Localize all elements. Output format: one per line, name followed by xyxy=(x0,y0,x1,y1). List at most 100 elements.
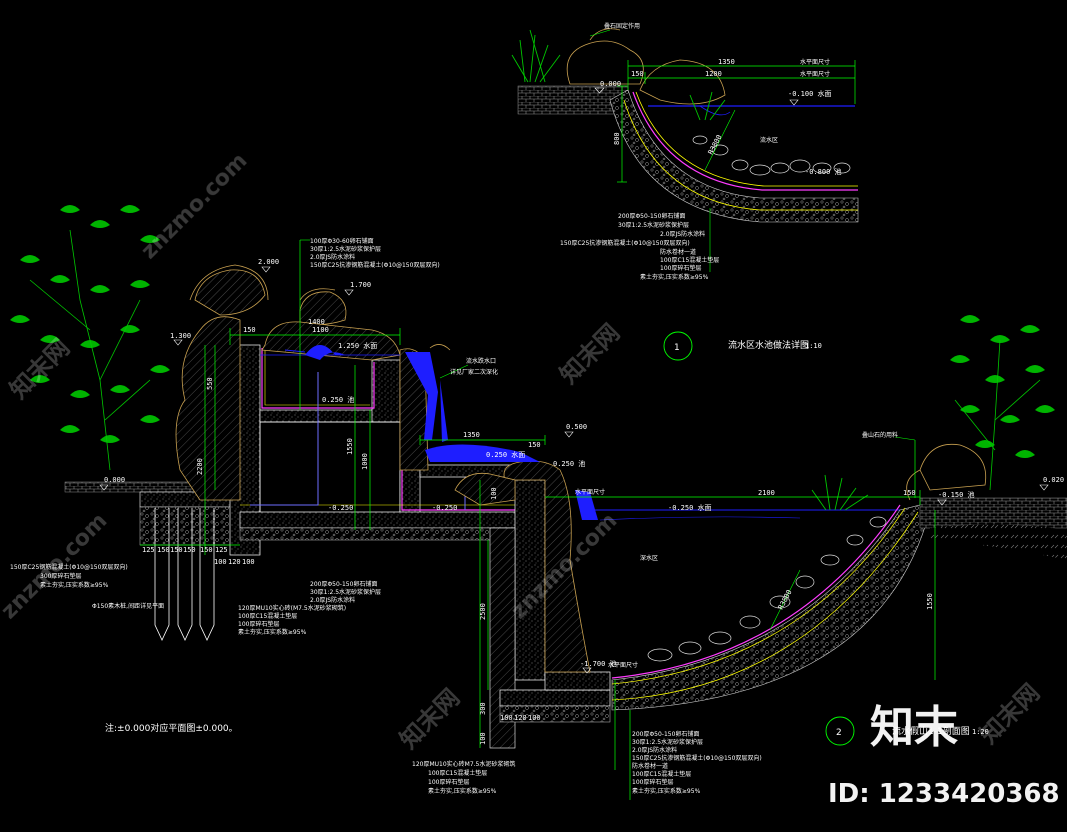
grass-1 xyxy=(511,29,726,121)
dim-2500: 2500 xyxy=(479,603,487,620)
svg-text:2.0厚JS防水涂料: 2.0厚JS防水涂料 xyxy=(660,230,705,238)
detail-1-number: 1 xyxy=(674,343,680,353)
svg-text:2.0厚JS防水涂料: 2.0厚JS防水涂料 xyxy=(310,253,355,261)
svg-text:30厚1:2.5水泥砂浆保护层: 30厚1:2.5水泥砂浆保护层 xyxy=(618,221,689,229)
svg-text:150厚C25抗渗钢筋混凝土(Φ10@150双层双向): 150厚C25抗渗钢筋混凝土(Φ10@150双层双向) xyxy=(632,754,762,762)
dim-1100: 1100 xyxy=(312,326,329,334)
elev-base: -1.700 池 xyxy=(580,659,617,668)
svg-text:100厚碎石垫层: 100厚碎石垫层 xyxy=(428,778,469,786)
base-gravel-2 xyxy=(499,705,611,723)
detail-1-scale: 1:10 xyxy=(805,342,822,350)
svg-text:125: 125 xyxy=(215,546,228,554)
dim-150-top: 150 xyxy=(243,326,256,334)
svg-text:200厚Φ50-150卵石铺面: 200厚Φ50-150卵石铺面 xyxy=(632,730,699,738)
svg-text:100厚碎石垫层: 100厚碎石垫层 xyxy=(632,778,673,786)
svg-text:150: 150 xyxy=(157,546,170,554)
svg-text:200厚Φ50-150卵石铺面: 200厚Φ50-150卵石铺面 xyxy=(310,580,377,588)
ground-right xyxy=(919,497,1067,529)
dim-150-mid: 150 xyxy=(528,441,541,449)
svg-text:30厚1:2.5水泥砂浆保护层: 30厚1:2.5水泥砂浆保护层 xyxy=(632,738,703,746)
dim-right-label-2: 水平面尺寸 xyxy=(800,70,830,78)
svg-text:125: 125 xyxy=(142,546,155,554)
layer-notes-top: 100厚Φ30-60卵石铺面 30厚1:2.5水泥砂浆保护层 2.0厚JS防水涂… xyxy=(310,237,440,269)
layer-notes-left: 150厚C25钢筋混凝土(Φ10@150双层双向) 300厚碎石垫层 素土夯实,… xyxy=(10,563,164,610)
callout-rock: 叠山石的用料 xyxy=(862,431,898,439)
layer-line-yellow xyxy=(635,91,858,187)
water-label-1: 流水区 xyxy=(760,136,778,144)
general-note: 注:±0.000对应平面图±0.000。 xyxy=(105,722,238,734)
svg-text:150: 150 xyxy=(200,546,213,554)
svg-text:120厚MU10实心砖(M7.5水泥砂浆砌筑): 120厚MU10实心砖(M7.5水泥砂浆砌筑) xyxy=(238,604,346,612)
dim-300: 300 xyxy=(479,702,487,715)
elev-pool2: 0.500 xyxy=(566,423,587,431)
dim-top-150: 150 xyxy=(631,70,644,78)
detail-2-number: 2 xyxy=(836,728,842,738)
dim-right-label-1: 水平面尺寸 xyxy=(800,58,830,66)
layer-notes-bottom-left: 120厚MU10实心砖M7.5水泥砂浆砌筑 100厚C15混凝土垫层 100厚碎… xyxy=(412,760,515,795)
svg-text:100: 100 xyxy=(214,558,227,566)
tree-left xyxy=(10,205,170,471)
elev-pool2-floor: 0.250 池 xyxy=(553,459,585,468)
svg-text:100厚Φ30-60卵石铺面: 100厚Φ30-60卵石铺面 xyxy=(310,237,374,245)
callout-top: 叠石固定作用 xyxy=(604,22,640,30)
svg-text:100: 100 xyxy=(528,714,541,722)
detail-1-bubble xyxy=(663,331,693,361)
elev-pool2-water: 0.250 水面 xyxy=(486,450,525,459)
dim-100: 100 xyxy=(490,487,498,500)
layer-line-yellow-2 xyxy=(623,99,858,211)
rocks-top xyxy=(566,28,726,105)
svg-text:30厚1:2.5水泥砂浆保护层: 30厚1:2.5水泥砂浆保护层 xyxy=(310,588,381,596)
dim-1550-right: 1550 xyxy=(926,593,934,610)
svg-text:120: 120 xyxy=(514,714,527,722)
layer-notes-1: 200厚Φ50-150卵石铺面 30厚1:2.5水泥砂浆保护层 2.0厚JS防水… xyxy=(560,212,719,281)
pebbles xyxy=(692,135,851,176)
elev-top2: 1.700 xyxy=(350,281,371,289)
timber-piles xyxy=(154,508,215,641)
watermark-brand-1: 知末网 xyxy=(4,334,75,405)
base-slab-2 xyxy=(499,689,611,707)
dim-1000: 1000 xyxy=(361,453,369,470)
svg-text:300厚碎石垫层: 300厚碎石垫层 xyxy=(40,572,81,580)
dim-depth: 800 xyxy=(613,132,621,145)
svg-text:素土夯实,压实系数≥95%: 素土夯实,压实系数≥95% xyxy=(632,787,701,795)
water-level-note-2: 水平面尺寸 xyxy=(608,661,638,669)
svg-text:防水卷材一道: 防水卷材一道 xyxy=(632,762,668,770)
svg-text:150: 150 xyxy=(183,546,196,554)
watermark-brand-4: 知末网 xyxy=(974,679,1045,750)
ground-brick xyxy=(517,85,629,115)
callout-waterfall-2: 详见厂家二次深化 xyxy=(450,368,498,376)
gravel-left xyxy=(139,506,236,546)
dim-top-1350: 1350 xyxy=(718,58,735,66)
layer-notes-mid: 200厚Φ50-150卵石铺面 30厚1:2.5水泥砂浆保护层 2.0厚JS防水… xyxy=(238,580,381,636)
svg-text:100厚碎石垫层: 100厚碎石垫层 xyxy=(238,620,279,628)
watermark-logo: 知末 xyxy=(870,702,958,753)
elev-pool1-water: 1.250 水面 xyxy=(338,341,377,350)
watermark-brand-3: 知末网 xyxy=(394,684,465,755)
dim-lines-2 xyxy=(140,240,936,800)
water-level-note: 水平面尺寸 xyxy=(575,488,605,496)
watermark-brand-2: 知末网 xyxy=(554,319,625,390)
svg-text:2.0厚JS防水涂料: 2.0厚JS防水涂料 xyxy=(310,596,355,604)
dim-1550: 1550 xyxy=(346,438,354,455)
dim-top-1200: 1200 xyxy=(705,70,722,78)
dim-2200: 2200 xyxy=(196,458,204,475)
svg-text:100厚碎石垫层: 100厚碎石垫层 xyxy=(660,264,701,272)
dim-100-b: 100 xyxy=(479,732,487,745)
dims-bottom-left: 125 150 150 150 150 125 100 120 100 100 … xyxy=(142,546,541,722)
svg-text:100厚C15混凝土垫层: 100厚C15混凝土垫层 xyxy=(632,770,691,778)
svg-text:100: 100 xyxy=(242,558,255,566)
layer-notes-bottom-right: 200厚Φ50-150卵石铺面 30厚1:2.5水泥砂浆保护层 2.0厚JS防水… xyxy=(632,730,762,795)
svg-text:120厚MU10实心砖M7.5水泥砂浆砌筑: 120厚MU10实心砖M7.5水泥砂浆砌筑 xyxy=(412,760,515,768)
svg-text:2.0厚JS防水涂料: 2.0厚JS防水涂料 xyxy=(632,746,677,754)
elev-water: -0.100 水面 xyxy=(788,89,832,98)
elev-lower-water: -0.250 水面 xyxy=(668,503,712,512)
pool1-wall-right xyxy=(371,359,401,423)
svg-text:素土夯实,压实系数≥95%: 素土夯实,压实系数≥95% xyxy=(640,273,709,281)
elev-right-pond: -0.150 池 xyxy=(938,490,975,499)
elev-pool1-floor: 0.250 池 xyxy=(322,395,354,404)
svg-text:100厚C15混凝土垫层: 100厚C15混凝土垫层 xyxy=(238,612,297,620)
watermark-id: ID: 1233420368 xyxy=(828,779,1060,809)
svg-text:30厚1:2.5水泥砂浆保护层: 30厚1:2.5水泥砂浆保护层 xyxy=(310,245,381,253)
svg-text:素土夯实,压实系数≥95%: 素土夯实,压实系数≥95% xyxy=(428,787,497,795)
